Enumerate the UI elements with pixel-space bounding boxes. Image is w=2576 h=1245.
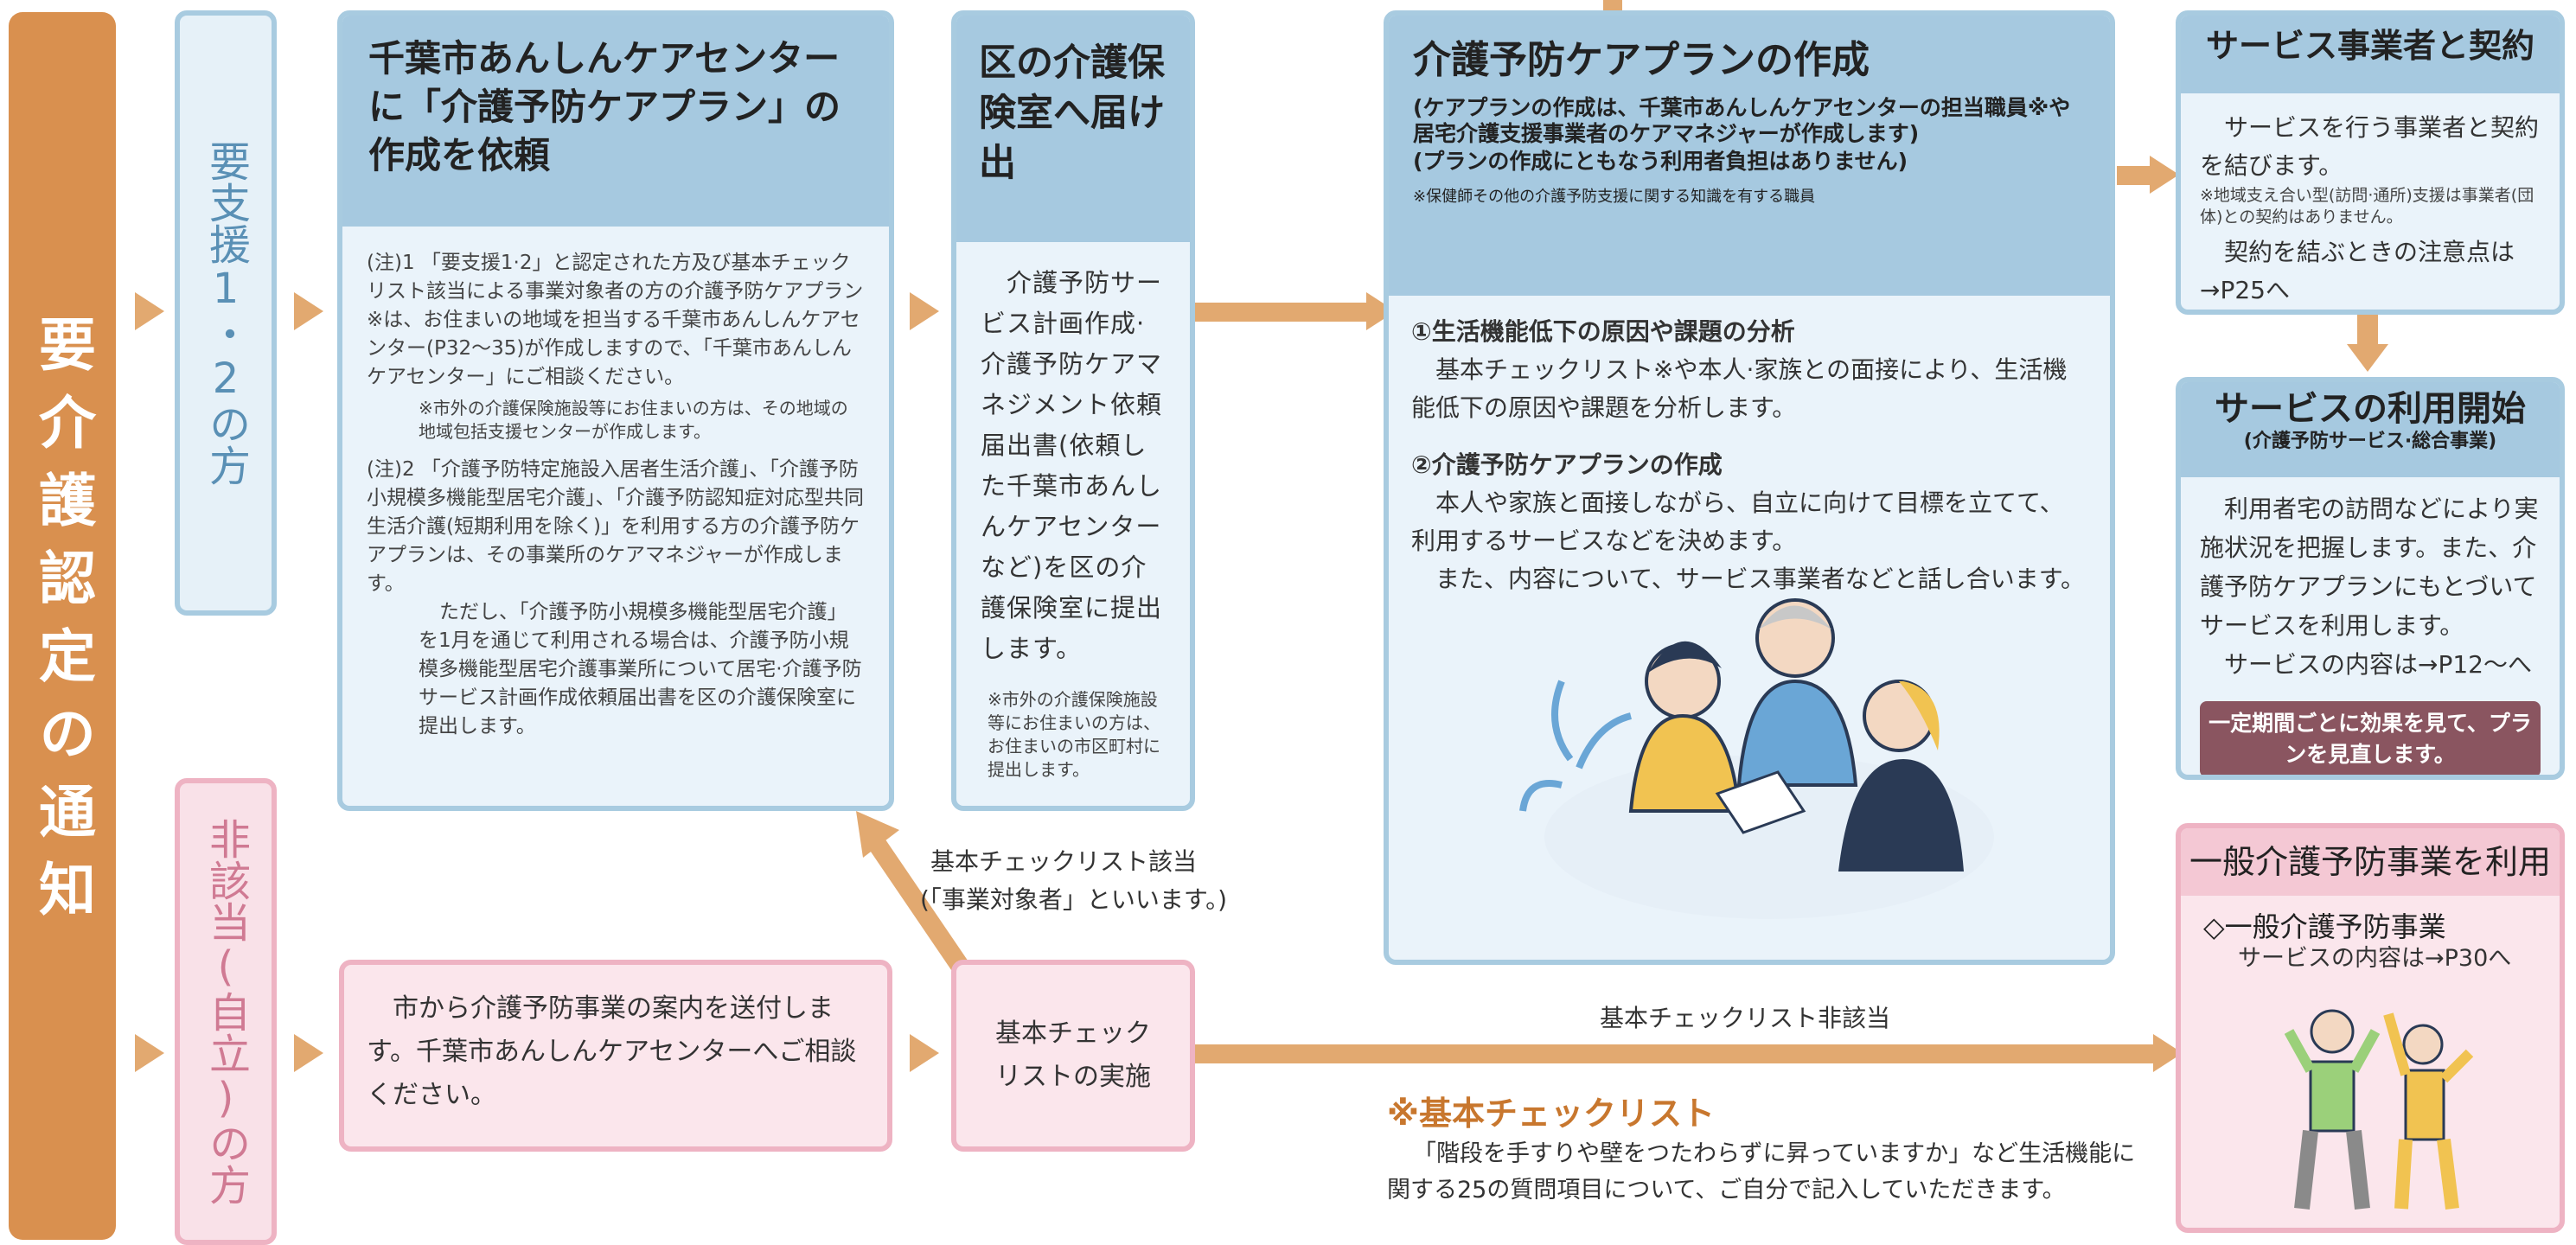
arrow-shaft [1195, 1044, 2155, 1063]
plan-step2-title: ②介護予防ケアプランの作成 [1411, 450, 1723, 479]
contract-card-body2: 契約を結ぶときの注意点は→P25へ [2200, 238, 2515, 304]
arrow-right-icon [294, 1034, 323, 1072]
service-start-card: サービスの利用開始 (介護予防サービス·総合事業) 利用者宅の訪問などにより実施… [2176, 377, 2565, 780]
checklist-title: ※基本チェックリスト [1387, 1095, 1715, 1133]
general-prevention-card: 一般介護予防事業を利用 ◇一般介護予防事業 サービスの内容は→P30へ [2176, 823, 2565, 1233]
checklist-box-body: 基本チェックリストの実施 [995, 1018, 1151, 1092]
request-note-1: (注)1 「要支援1·2」と認定された方及び基本チェックリスト該当による事業対象… [367, 252, 864, 388]
general-card-title: 一般介護予防事業を利用 [2181, 828, 2560, 896]
arrow-down-icon [2347, 344, 2388, 372]
general-card-item: ◇一般介護予防事業 [2203, 910, 2446, 943]
notice-label: 要介護認定の通知 [9, 12, 116, 1240]
plan-card: 介護予防ケアプランの作成 (ケアプランの作成は、千葉市あんしんケアセンターの担当… [1384, 10, 2115, 965]
arrow-shaft [2357, 315, 2378, 346]
nonapplicable-label: 基本チェックリスト非該当 [1600, 1004, 1891, 1032]
general-card-item-sub: サービスの内容は→P30へ [2238, 945, 2512, 972]
start-card-title: サービスの利用開始 [2215, 389, 2526, 429]
applicable-sublabel: (「事業対象者」といいます。) [920, 885, 1228, 914]
plan-step2-body2: また、内容について、サービス事業者などと話し合います。 [1435, 565, 2085, 593]
diagonal-arrow-icon [856, 811, 970, 974]
ward-card-title: 区の介護保険室へ届け出 [956, 16, 1190, 242]
checklist-box: 基本チェックリストの実施 [951, 960, 1195, 1152]
review-badge: 一定期間ごとに効果を見て、プランを見直します。 [2200, 701, 2541, 775]
ward-card-note: ※市外の介護保険施設等にお住まいの方は、お住まいの市区町村に提出します。 [988, 689, 1160, 780]
start-card-subtitle: (介護予防サービス·総合事業) [2243, 431, 2497, 452]
request-card: 千葉市あんしんケアセンターに「介護予防ケアプラン」の作成を依頼 (注)1 「要支… [337, 10, 894, 811]
contract-card-body: サービスを行う事業者と契約を結びます。 [2200, 113, 2540, 180]
checklist-body: 「階段を手すりや壁をつたわらずに昇っていますか」など生活機能に関する25の質問項… [1387, 1140, 2136, 1204]
plan-card-title: 介護予防ケアプランの作成 [1413, 38, 1870, 82]
contract-card: サービス事業者と契約 サービスを行う事業者と契約を結びます。 ※地域支え合い型(… [2176, 10, 2565, 315]
plan-card-sub1: (ケアプランの作成は、千葉市あんしんケアセンターの担当職員※や居宅介護支援事業者… [1413, 95, 2071, 146]
plan-step1-body: 基本チェックリスト※や本人·家族との面接により、生活機能低下の原因や課題を分析し… [1411, 355, 2068, 422]
start-card-body: 利用者宅の訪問などにより実施状況を把握します。また、介護予防ケアプランにもとづい… [2200, 495, 2539, 640]
plan-card-sub-note: ※保健師その他の介護予防支援に関する知識を有する職員 [1413, 188, 1816, 206]
arrow-shaft [1603, 0, 1622, 10]
plan-step1-title: ①生活機能低下の原因や課題の分析 [1411, 317, 1795, 346]
request-note-2b: ただし、「介護予防小規模多機能型居宅介護」を1月を通じて利用される場合は、介護予… [419, 601, 862, 737]
category-support: 要支援1・2の方 [175, 10, 277, 616]
applicable-label: 基本チェックリスト該当 [930, 847, 1198, 876]
arrow-right-icon [135, 292, 164, 330]
arrow-right-icon [2150, 156, 2179, 194]
arrow-shaft [2117, 166, 2151, 185]
exercise-illustration [2285, 1009, 2474, 1210]
arrow-right-icon [135, 1034, 164, 1072]
arrow-right-icon [294, 292, 323, 330]
request-note-2: (注)2 「介護予防特定施設入居者生活介護」、「介護予防小規模多機能型居宅介護」… [367, 458, 864, 595]
arrow-right-icon [910, 292, 939, 330]
request-card-title: 千葉市あんしんケアセンターに「介護予防ケアプラン」の作成を依頼 [342, 16, 889, 227]
arrow-right-icon [910, 1034, 939, 1072]
info-box: 市から介護予防事業の案内を送付します。千葉市あんしんケアセンターへご相談ください… [339, 960, 892, 1152]
request-note-1-sub: ※市外の介護保険施設等にお住まいの方は、その地域の地域包括支援センターが作成しま… [419, 398, 848, 442]
ward-card-body: 介護予防サービス計画作成·介護予防ケアマネジメント依頼届出書(依頼した千葉市あん… [981, 268, 1163, 663]
category-nonapplicable: 非該当(自立)の方 [175, 778, 277, 1245]
checklist-explanation: ※基本チェックリスト 「階段を手すりや壁をつたわらずに昇っていますか」など生活機… [1387, 1091, 2148, 1209]
contract-card-note: ※地域支え合い型(訪問·通所)支援は事業者(団体)との契約はありません。 [2200, 186, 2534, 227]
start-card-body2: サービスの内容は→P12〜へ [2224, 650, 2532, 679]
plan-card-sub2: (プランの作成にともなう利用者負担はありません) [1413, 149, 1908, 174]
plan-step2-body: 本人や家族と面接しながら、自立に向けて目標を立てて、利用するサービスなどを決めま… [1411, 488, 2064, 555]
consultation-illustration [1519, 598, 1994, 919]
info-box-body: 市から介護予防事業の案内を送付します。千葉市あんしんケアセンターへご相談ください… [367, 993, 857, 1110]
contract-card-title: サービス事業者と契約 [2181, 16, 2560, 93]
ward-card: 区の介護保険室へ届け出 介護予防サービス計画作成·介護予防ケアマネジメント依頼届… [951, 10, 1195, 811]
arrow-shaft [1195, 303, 1368, 322]
